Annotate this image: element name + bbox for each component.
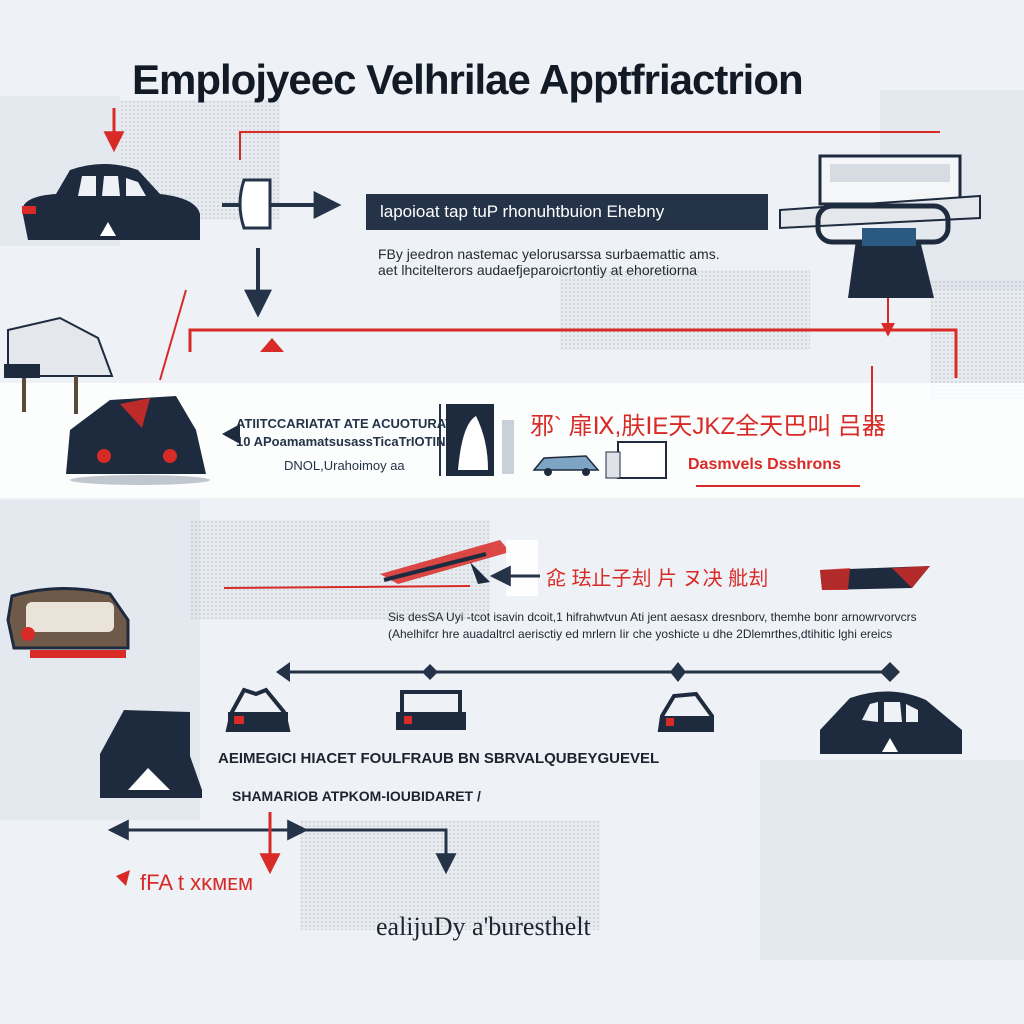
description-line: aet lhcitelterors audaefjeparoicrtontiy …: [378, 262, 698, 278]
background-tile: [300, 820, 600, 930]
description-line: FBy jeedron nastemac yelorusarssa surbae…: [378, 246, 720, 262]
car-icon: [22, 164, 200, 240]
process-label-box: [366, 194, 768, 230]
info-line: DNOL,Urahoimoy aa: [284, 458, 405, 473]
caps-label: SHAMARIOB ATPKOM-IOUBIDARET /: [232, 788, 481, 804]
info-line: ATIITCCARIATAT ATE ACUOTURATIO: [236, 416, 467, 431]
key-icon: [238, 178, 272, 230]
red-connector: [223, 585, 471, 589]
timeline-node: [422, 664, 438, 680]
document-icon: [446, 404, 494, 476]
navy-arrow: [240, 828, 457, 875]
red-pointer: [260, 338, 284, 352]
timeline-node: [670, 662, 686, 682]
info-line: 10 APoamamatsusassTicaTrIOTIN: [236, 434, 446, 449]
vehicle-icon: [6, 586, 130, 658]
red-connector: [239, 131, 940, 160]
bus-icon: [820, 566, 930, 590]
caps-label: AEIMEGICI HIACET FOULFRAUB BN SBRVALQUBE…: [218, 750, 660, 767]
document-icon: [502, 420, 514, 474]
red-heading: 邪` 扉Ⅸ,肤ⅠE天JKZ全天巴叫 吕器: [530, 413, 886, 440]
process-label: lapoioat tap tuP rhonuhtbuion Ehebny: [380, 202, 665, 221]
red-connector: [188, 328, 958, 378]
red-pointer: [116, 870, 130, 886]
red-label: fFA t xᴋᴍᴇᴍ: [140, 870, 254, 895]
timeline-node: [276, 662, 290, 682]
machine-icon: [225, 687, 291, 732]
tablet-icon: [605, 441, 667, 479]
machine-icon: [396, 690, 466, 730]
pointer: [222, 424, 240, 444]
building-icon: [4, 316, 114, 414]
truck-icon: [66, 396, 210, 485]
station-icon: [100, 710, 202, 798]
background-tile: [560, 270, 810, 350]
background-tile: [760, 760, 1024, 960]
page-title: Emplojyeec Velhrilae Apptfriactrion: [132, 56, 804, 103]
red-connector: [159, 289, 187, 381]
background-tile: [930, 280, 1024, 400]
server-icon: [779, 154, 981, 298]
car-icon: [820, 691, 962, 754]
timeline-node: [880, 662, 900, 682]
machine-icon: [657, 691, 714, 732]
red-caption: Dasmvels Dsshrons: [688, 456, 841, 473]
description-line: (Ahelhifcr hre auadaltrcl aerisctiy ed m…: [388, 627, 893, 641]
train-icon: [380, 540, 510, 584]
panel: [506, 540, 538, 596]
red-heading: 㖋 珐止子刦 片 ヌ决 舭刦: [546, 568, 769, 590]
vehicle-icon: [532, 455, 600, 476]
description-line: Sis desSA Uyi -tcot isavin dcoit,1 hifra…: [388, 610, 917, 624]
footer-caption: ealijuDy a'buresthelt: [376, 912, 591, 941]
